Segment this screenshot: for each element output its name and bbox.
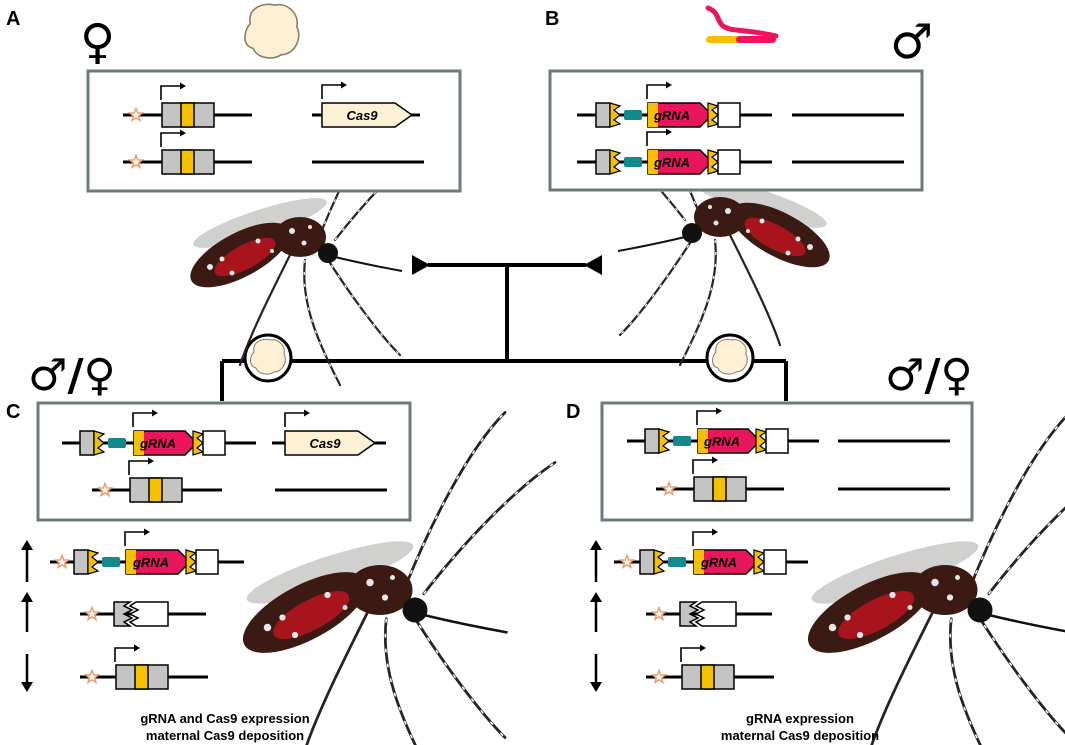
wild-type-gene [161, 149, 215, 175]
up-arrow [21, 540, 33, 582]
wild-type-gene [115, 664, 169, 690]
caption-line1: gRNA expression [746, 711, 854, 726]
egg-cytoplasm-icon [244, 3, 300, 59]
grna-label: gRNA [653, 155, 690, 170]
cas9-gene [284, 430, 377, 456]
panel-b: B ♂ gRNA gRNA [545, 5, 933, 367]
male-symbol: ♂ [890, 14, 933, 70]
star-promoter [85, 606, 99, 621]
cas9-label: Cas9 [346, 108, 378, 123]
star-promoter [85, 669, 99, 684]
panel-d: D ♂/♀ gRNA gRNA [566, 350, 1065, 745]
panel-letter: A [6, 8, 20, 30]
wild-type-gene [161, 102, 215, 128]
egg-cytoplasm-icon [705, 333, 755, 383]
wild-type-gene [693, 476, 747, 502]
cas9-label: Cas9 [309, 436, 341, 451]
wild-type-gene [681, 664, 735, 690]
genotype-box [86, 69, 462, 193]
down-arrow [590, 654, 602, 692]
wild-type-gene [129, 477, 183, 503]
panel-c: C ♂/♀ gRNA Cas9 [6, 350, 557, 745]
up-arrow [590, 540, 602, 582]
up-arrow [21, 592, 33, 632]
down-arrow [21, 654, 33, 692]
caption-line2: maternal Cas9 deposition [721, 728, 879, 743]
cross-arrowhead-left [412, 255, 430, 275]
grna-label: gRNA [700, 555, 737, 570]
male-female-symbol: ♂/♀ [885, 350, 973, 401]
genotype-box [36, 401, 412, 522]
caption-line1: gRNA and Cas9 expression [140, 711, 309, 726]
genotype-box [600, 401, 974, 522]
up-arrow [590, 592, 602, 632]
star-promoter [54, 554, 69, 569]
grna-label: gRNA [132, 555, 169, 570]
female-symbol: ♀ [80, 14, 115, 70]
grna-label: gRNA [653, 108, 690, 123]
cross-arrowhead-right [584, 255, 602, 275]
sperm-icon [705, 5, 779, 43]
grna-label: gRNA [139, 436, 176, 451]
panel-letter: C [6, 401, 20, 423]
star-promoter [651, 669, 667, 684]
panel-a: A ♀ Cas9 [6, 3, 462, 387]
star-promoter [651, 606, 667, 621]
panel-letter: B [545, 8, 559, 30]
cross-bracket [220, 263, 788, 401]
male-female-symbol: ♂/♀ [28, 350, 116, 401]
egg-cytoplasm-icon [243, 333, 293, 383]
cas9-gene [321, 102, 414, 128]
caption-line2: maternal Cas9 deposition [146, 728, 304, 743]
grna-label: gRNA [703, 434, 740, 449]
star-promoter [619, 554, 635, 569]
panel-letter: D [566, 401, 580, 423]
